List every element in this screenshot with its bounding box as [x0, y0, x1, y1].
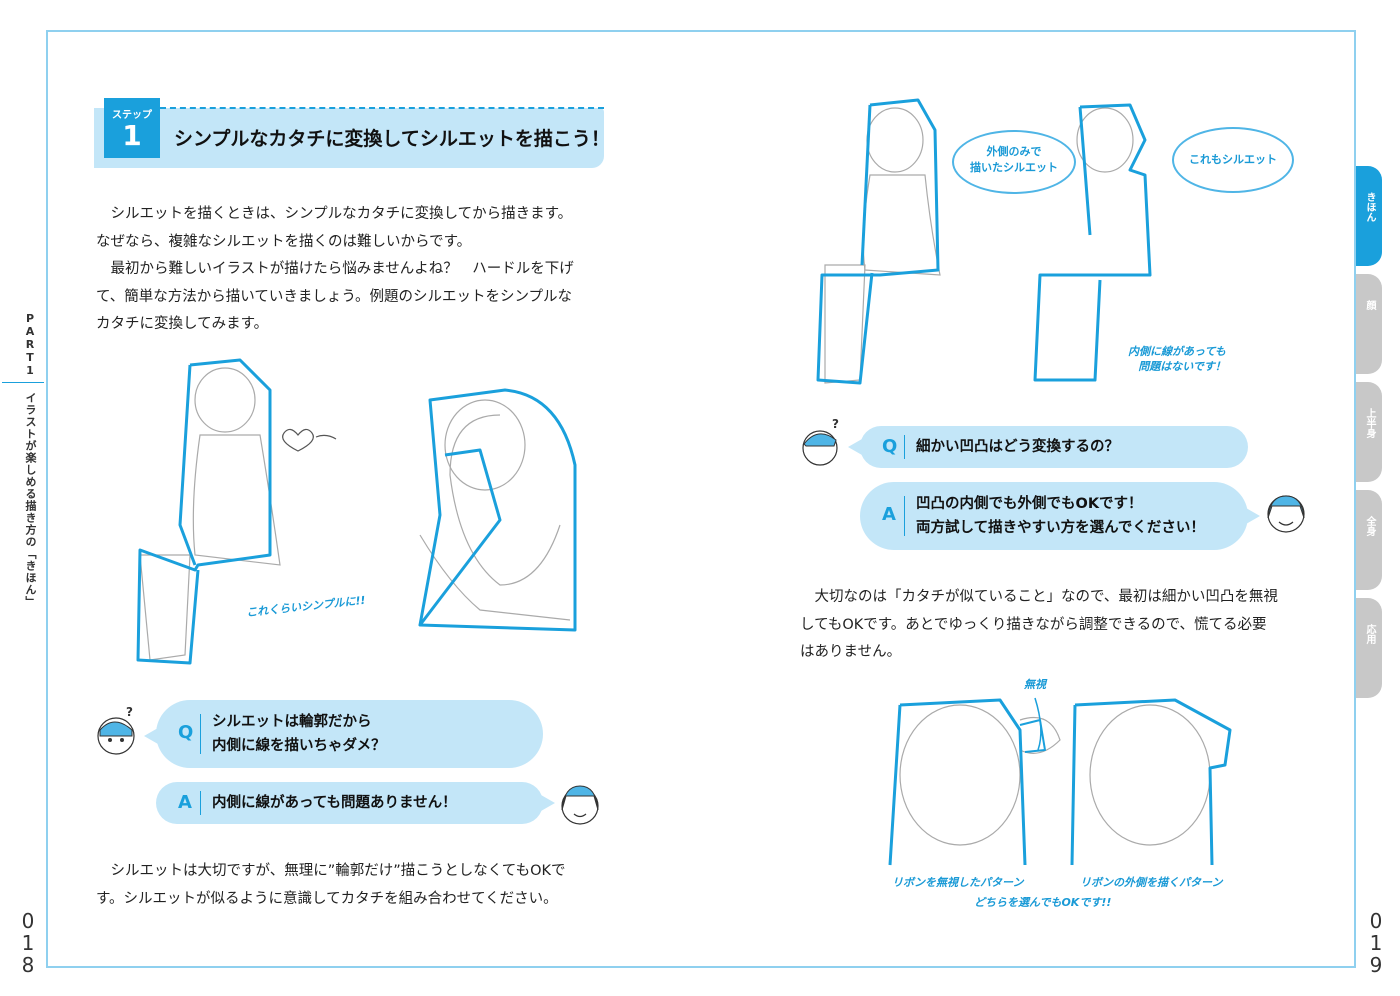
silhouette-comparison-illustration: [816, 98, 1152, 385]
tab-full-body[interactable]: 全身: [1356, 490, 1382, 590]
paragraph-line: シルエットを描くときは、シンプルなカタチに変換してから描きます。: [110, 206, 573, 222]
step-badge-number: 1: [122, 119, 142, 152]
a-letter: A: [178, 792, 192, 813]
paragraph-line: て、簡単な方法から描いていきましょう。例題のシルエットをシンプルな: [96, 288, 573, 305]
paragraph-line: 最初から難しいイラストが描けたら悩みませんよね？ ハードルを下げ: [110, 261, 574, 277]
answer-text: 内側に線があっても問題ありません！: [212, 795, 457, 811]
page-digit: 0: [1369, 909, 1383, 933]
book-section-title: イラストが楽しめる描き方の「きほん」: [24, 392, 37, 608]
tab-upper-body[interactable]: 上半身: [1356, 382, 1382, 482]
step-header-bar: [94, 108, 604, 168]
page-digit: 1: [1369, 931, 1383, 955]
question-text: シルエットは輪郭だから 内側に線を描いちゃダメ？: [212, 710, 386, 758]
ribbon-comparison-illustration: [888, 697, 1232, 866]
caption-ignore-ribbon: リボンを無視したパターン: [892, 876, 1024, 889]
part-number: 1: [26, 364, 34, 377]
answer-line: 両方試して描きやすい方を選んでください！: [916, 520, 1205, 536]
step-badge-label: ステップ: [112, 110, 152, 121]
page-number-left: 0 1 8: [18, 910, 38, 976]
step-header-dashed-line: [160, 107, 604, 111]
tab-label: 上半身: [1364, 408, 1375, 438]
q-letter: Q: [882, 436, 898, 457]
right-paragraph: 大切なのは「カタチが似ていること」なので、最初は細かい凹凸を無視 してもOKです…: [800, 584, 1312, 667]
annotation-ignore: 無視: [1024, 678, 1046, 691]
question-line: シルエットは輪郭だから: [212, 714, 372, 730]
right-page-frame: [700, 30, 1356, 968]
caption-either-ok: どちらを選んでもOKです!!: [974, 896, 1112, 909]
question-bubble-tail: [848, 439, 862, 455]
answer-text: 凹凸の内側でも外側でもOKです！ 両方試して描きやすい方を選んでください！: [916, 492, 1205, 540]
speech-bubble-outer-only: 外側のみで 描いたシルエット: [952, 130, 1076, 194]
part-letter: R: [25, 338, 35, 351]
paragraph-line: はありません。: [800, 644, 902, 660]
tab-kihon[interactable]: きほん: [1356, 166, 1382, 266]
page-digit: 8: [21, 953, 35, 977]
answer-bubble-tail: [541, 795, 555, 811]
part-divider: [2, 382, 44, 383]
tab-label: 応用: [1364, 624, 1375, 644]
q-separator: [904, 435, 905, 459]
annotation-line: 問題はないです！: [1138, 360, 1226, 373]
question-text: 細かい凹凸はどう変換するの？: [916, 439, 1119, 455]
paragraph-line: カタチに変換してみます。: [96, 316, 269, 332]
q-letter: Q: [178, 722, 194, 743]
silhouette-example-illustration: [136, 358, 577, 665]
page-digit: 9: [1369, 953, 1383, 977]
questioning-girl-icon: ?: [97, 705, 135, 755]
tab-label: 全身: [1364, 516, 1375, 536]
tab-applied[interactable]: 応用: [1356, 598, 1382, 698]
paragraph-line: シルエットは大切ですが、無理に”輪郭だけ”描こうとしなくてもOKで: [110, 863, 566, 879]
question-line: 内側に線を描いちゃダメ？: [212, 738, 386, 754]
paragraph-line: してもOKです。あとでゆっくり描きながら調整できるので、慌てる必要: [800, 616, 1267, 633]
speech-text: 外側のみで 描いたシルエット: [964, 144, 1064, 176]
q-separator: [200, 714, 201, 754]
page-number-right: 0 1 9: [1366, 910, 1386, 976]
questioning-boy-icon: ?: [802, 417, 839, 466]
paragraph-line: す。シルエットが似るように意識してカタチを組み合わせてください。: [96, 890, 558, 907]
annotation-inner-lines: 内側に線があっても 問題はないです！: [1128, 344, 1226, 374]
page-digit: 0: [21, 909, 35, 933]
intro-paragraph: シルエットを描くときは、シンプルなカタチに変換してから描きます。 なぜなら、複雑…: [96, 201, 608, 339]
tab-label: きほん: [1364, 192, 1375, 222]
paragraph-line: 大切なのは「カタチが似ていること」なので、最初は細かい凹凸を無視: [814, 589, 1278, 605]
speech-bubble-also-silhouette: これもシルエット: [1172, 127, 1294, 193]
part-label: P A R T 1: [20, 312, 40, 377]
left-page-frame: [46, 30, 702, 968]
question-bubble-tail: [144, 728, 158, 744]
part-letter: A: [25, 325, 35, 338]
paragraph-line: なぜなら、複雑なシルエットを描くのは難しいからです。: [96, 233, 472, 250]
answer-bubble-right: A 凹凸の内側でも外側でもOKです！ 両方試して描きやすい方を選んでください！: [860, 482, 1248, 550]
tab-face[interactable]: 顔: [1356, 274, 1382, 374]
answering-girl-icon: [1267, 495, 1305, 533]
svg-text:?: ?: [126, 705, 133, 719]
answering-girl-icon: [561, 785, 599, 825]
speech-text: これもシルエット: [1189, 153, 1277, 166]
step-title: シンプルなカタチに変換してシルエットを描こう！: [174, 128, 610, 150]
page-digit: 1: [21, 931, 35, 955]
annotation-line: 内側に線があっても: [1128, 345, 1226, 358]
caption-outer-ribbon: リボンの外側を描くパターン: [1080, 876, 1223, 889]
tab-label: 顔: [1364, 300, 1375, 310]
step-badge: ステップ 1: [104, 98, 160, 158]
part-letter: T: [26, 351, 34, 364]
question-bubble-right: Q 細かい凹凸はどう変換するの？: [860, 426, 1248, 468]
closing-paragraph: シルエットは大切ですが、無理に”輪郭だけ”描こうとしなくてもOKで す。シルエッ…: [96, 858, 608, 913]
answer-bubble-tail: [1246, 508, 1260, 524]
speech-line: 外側のみで: [986, 145, 1042, 158]
a-letter: A: [882, 504, 896, 525]
a-separator: [200, 791, 201, 815]
svg-text:?: ?: [832, 417, 839, 431]
question-bubble-left: Q シルエットは輪郭だから 内側に線を描いちゃダメ？: [156, 700, 543, 768]
answer-bubble-left: A 内側に線があっても問題ありません！: [156, 782, 543, 824]
a-separator: [904, 496, 905, 536]
part-letter: P: [25, 312, 35, 325]
answer-line: 凹凸の内側でも外側でもOKです！: [916, 496, 1143, 512]
speech-line: 描いたシルエット: [970, 161, 1058, 174]
